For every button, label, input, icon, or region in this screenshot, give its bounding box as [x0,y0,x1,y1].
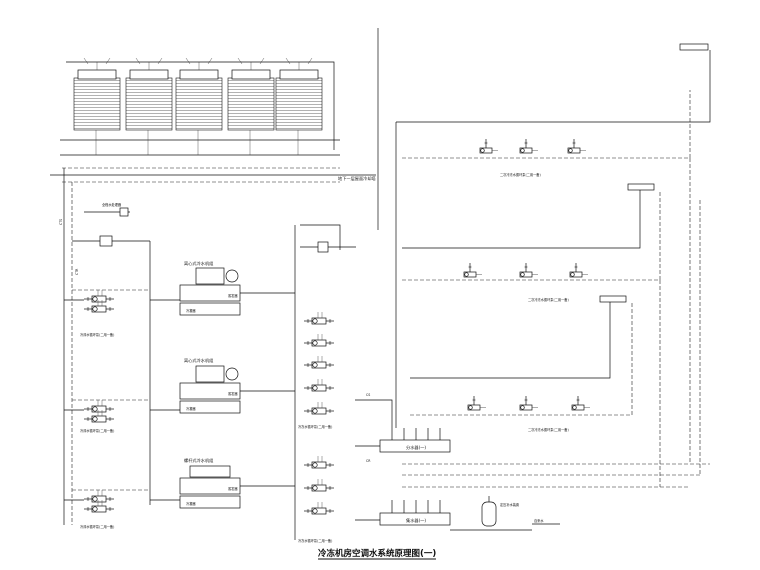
svg-text:集水器(一): 集水器(一) [406,517,426,524]
chilled-water-pump [303,455,335,469]
cooling-filter [72,235,150,247]
secondary-pump [569,262,589,278]
cooling-tower-group: 地下一层屋面冷却塔 [60,57,377,183]
svg-text:冷冻水循环泵(二用一备): 冷冻水循环泵(二用一备) [298,538,332,543]
supply-header: 分水器(一) [379,428,451,453]
svg-text:自来水: 自来水 [534,518,544,523]
chilled-water-pump [303,378,335,392]
secondary-pump-group-1: 二次冷冻水循环泵(二用一备) [396,43,711,177]
svg-text:螺杆式冷水机组: 螺杆式冷水机组 [184,457,213,464]
pipe-label-ctr: CTR [75,268,79,275]
svg-text:离心式冷水机组: 离心式冷水机组 [184,260,213,267]
header-connections [355,122,397,521]
secondary-pump [567,138,587,154]
header-return-dashed [402,463,710,488]
chilled-water-pump-group: 冷冻水循环泵(二用一备) 冷冻水循环泵(二用一备) [298,311,335,543]
secondary-pump-group-3: 二次冷冻水循环泵(二用一备) [410,295,633,432]
cooling-pump-group: 冷却水循环泵(二用一备) 冷却水循环泵(二用一备) 冷却水循环泵(二用一备) [64,289,150,529]
cooling-pump [83,489,115,503]
svg-text:冷却水循环泵(二用一备): 冷却水循环泵(二用一备) [80,524,114,529]
svg-text:分水器(一): 分水器(一) [406,444,426,451]
svg-text:蒸发器: 蒸发器 [228,486,238,491]
svg-text:冷凝器: 冷凝器 [186,308,196,313]
cooling-pump [83,289,115,303]
chiller-evap-links [240,292,295,487]
cooling-pump [83,399,115,413]
chiller-condenser-links [149,241,180,505]
chiller-3: 螺杆式冷水机组 蒸发器 冷凝器 [179,457,241,509]
chilled-water-pump [303,333,335,347]
svg-text:全程水处理器: 全程水处理器 [102,202,122,207]
cooling-tower [73,57,121,131]
svg-text:蒸发器: 蒸发器 [228,391,238,396]
cts-header-top [66,61,335,150]
svg-text:二次冷冻水循环泵(二用一备): 二次冷冻水循环泵(二用一备) [500,172,541,177]
pipe-label-cts: CTS [59,219,63,225]
svg-text:定压补水装置: 定压补水装置 [500,502,519,507]
svg-text:离心式冷水机组: 离心式冷水机组 [184,357,213,364]
chiller-2: 离心式冷水机组 蒸发器 冷凝器 [179,357,241,414]
chilled-water-riser [294,224,341,540]
dosing-device: 全程水处理器 [84,202,130,217]
chilled-water-pump [303,401,335,415]
secondary-pump [463,262,483,278]
tower-feed-dashed [62,167,340,183]
svg-text:冷凝器: 冷凝器 [186,501,196,506]
chilled-water-pump [303,311,335,325]
secondary-pump [467,395,487,411]
cooling-tower [125,57,173,131]
chiller-1: 离心式冷水机组 蒸发器 冷凝器 [179,260,241,316]
cooling-tower [275,57,323,131]
cooling-tower [227,57,275,131]
secondary-pump [479,138,499,154]
svg-text:二次冷冻水循环泵(二用一备): 二次冷冻水循环泵(二用一备) [528,297,569,302]
pipe-label-cs: CS [366,393,370,397]
expansion-tank: 定压补水装置 自来水 [450,496,560,531]
svg-text:冷凝器: 冷凝器 [186,406,196,411]
svg-text:二次冷冻水循环泵(二用一备): 二次冷冻水循环泵(二用一备) [528,427,569,432]
secondary-pump [519,395,539,411]
chilled-water-pump [303,501,335,515]
tower-drops [95,130,299,155]
secondary-pump [519,138,539,154]
diagram-title: 冷冻机房空调水系统原理图(一) [318,548,436,559]
chilled-water-pump [303,478,335,492]
svg-text:冷却水循环泵(二用一备): 冷却水循环泵(二用一备) [80,332,114,337]
secondary-pump [571,395,591,411]
cooling-tower [175,57,223,131]
chilled-water-pump [303,355,335,369]
return-header: 集水器(一) [379,500,451,526]
svg-text:冷冻水循环泵(二用一备): 冷冻水循环泵(二用一备) [298,424,332,429]
tower-platform-label: 地下一层屋面冷却塔 [338,175,377,182]
svg-text:冷却水循环泵(二用一备): 冷却水循环泵(二用一备) [80,428,114,433]
secondary-pump [519,262,539,278]
svg-text:蒸发器: 蒸发器 [228,293,238,298]
secondary-pump-group-2: 二次冷冻水循环泵(二用一备) [402,183,661,302]
chilled-water-treatment [300,241,356,253]
pipe-label-cr: CR [366,459,371,463]
right-riser-dashed [659,158,701,487]
